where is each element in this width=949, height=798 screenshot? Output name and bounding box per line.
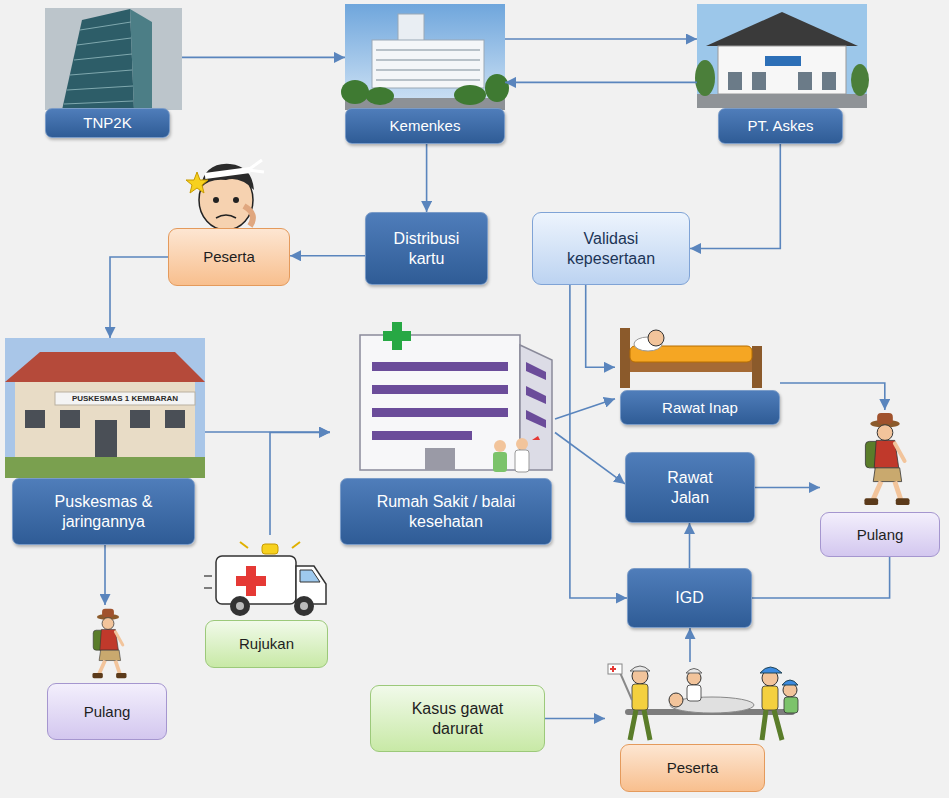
node-text: Kemenkes xyxy=(390,117,461,135)
photo-label-box: PT. Askes xyxy=(697,4,867,144)
label-box: Kemenkes xyxy=(345,108,505,144)
connector-arrow xyxy=(290,255,365,257)
node-text: Peserta xyxy=(667,759,719,777)
node-text: Pulang xyxy=(84,703,131,721)
photo-label-box: Rumah Sakit / balai kesehatan xyxy=(330,320,555,545)
photo-label-box: TNP2K xyxy=(45,8,182,138)
connector-arrow xyxy=(545,718,605,720)
node-text: TNP2K xyxy=(83,114,131,132)
care-box: Rawat Jalan xyxy=(625,452,755,523)
process-box: Distribusi kartu xyxy=(365,212,488,285)
label-box: Rujukan xyxy=(205,620,328,668)
node-text: Rawat Inap xyxy=(662,399,738,417)
process-box: Validasi kepesertaan xyxy=(532,212,690,285)
photo-label-box: Kemenkes xyxy=(345,4,505,144)
photo-label-box: Puskesmas & jaringannya xyxy=(5,338,205,545)
connector-arrow xyxy=(689,523,691,568)
care-box: IGD xyxy=(627,568,752,628)
care-box: Rawat Inap xyxy=(615,320,780,425)
label-box: Puskesmas & jaringannya xyxy=(12,478,195,545)
label-box: Peserta xyxy=(620,744,765,792)
label-box: Rawat Inap xyxy=(620,390,780,425)
node-text: Puskesmas & jaringannya xyxy=(39,492,169,530)
node-text: Rumah Sakit / balai kesehatan xyxy=(356,492,536,530)
label-box: PT. Askes xyxy=(718,108,843,144)
connector-arrow xyxy=(690,144,780,249)
referral-box: Rujukan xyxy=(205,535,330,668)
connector-arrow xyxy=(780,383,885,410)
node-text: PT. Askes xyxy=(748,117,814,135)
connector-arrow xyxy=(689,628,691,662)
node-text: Peserta xyxy=(203,248,255,266)
connector-arrow xyxy=(555,399,615,419)
participant-box: Peserta xyxy=(168,228,290,286)
connector-arrow xyxy=(586,285,615,367)
label-box: Rumah Sakit / balai kesehatan xyxy=(340,478,552,545)
connector-arrow xyxy=(505,82,697,84)
node-text: Kasus gawat darurat xyxy=(398,699,518,737)
node-text: IGD xyxy=(675,588,703,607)
event-box: Kasus gawat darurat xyxy=(370,685,545,752)
label-box: Pulang xyxy=(820,512,940,557)
connector-arrow xyxy=(505,38,697,40)
connector-arrow xyxy=(426,144,428,212)
connector-arrow xyxy=(755,487,820,489)
connector-arrow xyxy=(570,285,627,598)
sign-text: PUSKESMAS 1 KEMBARAN xyxy=(55,394,195,403)
label-box: Pulang xyxy=(47,683,167,740)
node-text: Rujukan xyxy=(239,635,294,653)
label-box: TNP2K xyxy=(45,108,170,138)
connector-arrow xyxy=(182,57,345,59)
connector-arrow xyxy=(110,257,168,338)
participant-box: Peserta xyxy=(605,662,805,792)
node-text: Distribusi kartu xyxy=(377,229,477,267)
connector-arrow xyxy=(752,557,890,598)
node-text: Validasi kepesertaan xyxy=(551,229,671,267)
connector-arrow xyxy=(270,433,330,536)
exit-box: Pulang xyxy=(820,410,940,557)
node-text: Rawat Jalan xyxy=(655,468,725,506)
node-text: Pulang xyxy=(857,526,904,544)
connector-arrow xyxy=(104,545,106,605)
exit-box: Pulang xyxy=(47,605,167,740)
connector-arrow xyxy=(555,433,625,484)
